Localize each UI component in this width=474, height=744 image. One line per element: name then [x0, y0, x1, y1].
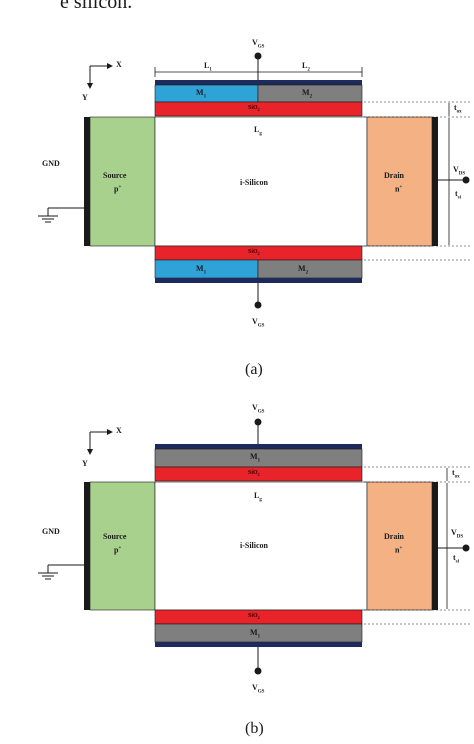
a-bottom-oxide-label: SiO2	[248, 249, 260, 257]
a-gate-top-label: VGS	[252, 38, 265, 50]
b-gnd-label: GND	[42, 527, 60, 536]
b-top-gate-contact	[155, 444, 362, 449]
a-axis-x-label: X	[116, 60, 122, 69]
a-top-oxide-label: SiO2	[248, 105, 260, 113]
a-source-doping: p+	[114, 184, 122, 194]
a-vds-label: VDS	[453, 165, 466, 177]
b-top-metal-label: M1	[250, 452, 261, 464]
b-vds-label: VDS	[451, 528, 464, 540]
a-bottom-m2-label: M2	[298, 264, 309, 276]
source-region	[89, 116, 156, 247]
a-tox-label: tox	[454, 103, 462, 115]
a-l1-label: L1	[204, 61, 212, 73]
a-axis-y-label: Y	[82, 93, 88, 102]
b-channel-label: i-Silicon	[240, 541, 269, 550]
top-metal-m1	[154, 84, 259, 103]
drain-region	[366, 116, 433, 247]
b-gate-bottom-label: VGS	[252, 683, 265, 695]
b-top-oxide	[154, 466, 363, 482]
source-contact	[84, 117, 90, 246]
a-tsi-label: tsi	[455, 189, 462, 201]
a-drain-doping: n+	[395, 184, 403, 194]
a-bottom-m1-label: M1	[196, 264, 207, 276]
top-oxide	[154, 101, 363, 117]
a-top-m2-label: M2	[302, 88, 313, 100]
b-gate-top-label: VGS	[252, 403, 265, 415]
b-tsi-label: tsi	[453, 553, 460, 565]
b-source-label: Source	[103, 532, 127, 541]
a-gnd-label: GND	[42, 159, 60, 168]
b-source-region	[89, 481, 156, 611]
b-channel-region	[154, 481, 368, 611]
b-source-doping: p+	[114, 545, 122, 555]
bottom-metal-m2	[257, 259, 363, 279]
b-top-oxide-label: SiO2	[248, 470, 260, 478]
header-fragment: e silicon.	[60, 0, 133, 13]
gate-bottom-terminal	[254, 301, 262, 309]
top-gate-contact	[155, 80, 362, 85]
a-drain-label: Drain	[384, 171, 404, 180]
b-drain-terminal	[462, 544, 470, 552]
b-axis-x-label: X	[116, 426, 122, 435]
drain-contact	[432, 117, 438, 246]
a-l2-label: L2	[302, 61, 310, 73]
caption-b: (b)	[245, 720, 264, 737]
channel-region	[154, 116, 368, 247]
b-lg-label: Lg	[254, 491, 262, 503]
b-gate-top-terminal	[254, 418, 262, 426]
b-drain-region	[366, 481, 433, 611]
b-tox-label: tox	[452, 468, 460, 480]
a-top-m1-label: M1	[196, 88, 207, 100]
panel-b-diagram	[38, 418, 470, 675]
bottom-metal-m1	[154, 259, 259, 279]
bottom-gate-contact	[155, 278, 362, 283]
a-source-label: Source	[103, 171, 127, 180]
b-gate-bottom-terminal	[254, 667, 262, 675]
a-lg-label: Lg	[254, 125, 262, 137]
b-drain-doping: n+	[395, 545, 403, 555]
caption-a: (a)	[245, 361, 263, 378]
b-drain-label: Drain	[384, 532, 404, 541]
b-bottom-oxide-label: SiO2	[248, 613, 260, 621]
a-channel-label: i-Silicon	[240, 178, 269, 187]
drain-terminal	[462, 176, 470, 184]
a-gate-bottom-label: VGS	[252, 317, 265, 329]
gate-top-terminal	[254, 52, 262, 60]
b-axis-y-label: Y	[82, 459, 88, 468]
b-bottom-metal-label: M1	[250, 628, 261, 640]
panel-a-diagram	[38, 52, 470, 309]
